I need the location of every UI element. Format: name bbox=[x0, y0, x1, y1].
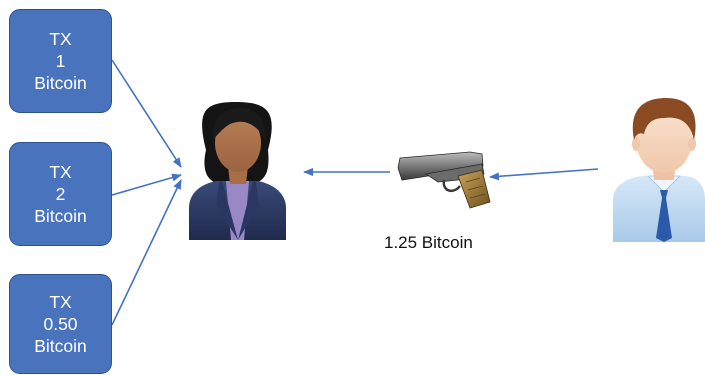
tx1-to-recipient-arrow bbox=[112, 60, 181, 167]
transaction-amount: 1 bbox=[56, 50, 66, 72]
transfer-amount-label: 1.25 Bitcoin bbox=[384, 233, 473, 253]
transaction-label: TX bbox=[49, 291, 71, 313]
transaction-unit: Bitcoin bbox=[34, 72, 87, 94]
transaction-amount: 2 bbox=[56, 183, 66, 205]
sender-to-gun-arrow bbox=[490, 169, 598, 177]
transaction-unit: Bitcoin bbox=[34, 335, 87, 357]
handgun-icon bbox=[398, 152, 490, 208]
businessman-icon bbox=[613, 98, 705, 242]
transaction-box-2: TX 2 Bitcoin bbox=[9, 142, 112, 246]
tx3-to-recipient-arrow bbox=[112, 180, 181, 325]
transaction-label: TX bbox=[49, 28, 71, 50]
transaction-box-3: TX 0.50 Bitcoin bbox=[9, 274, 112, 374]
transaction-box-1: TX 1 Bitcoin bbox=[9, 9, 112, 113]
businesswoman-icon bbox=[189, 102, 286, 240]
transaction-unit: Bitcoin bbox=[34, 205, 87, 227]
transaction-amount: 0.50 bbox=[43, 313, 77, 335]
transaction-label: TX bbox=[49, 161, 71, 183]
tx2-to-recipient-arrow bbox=[112, 175, 181, 195]
